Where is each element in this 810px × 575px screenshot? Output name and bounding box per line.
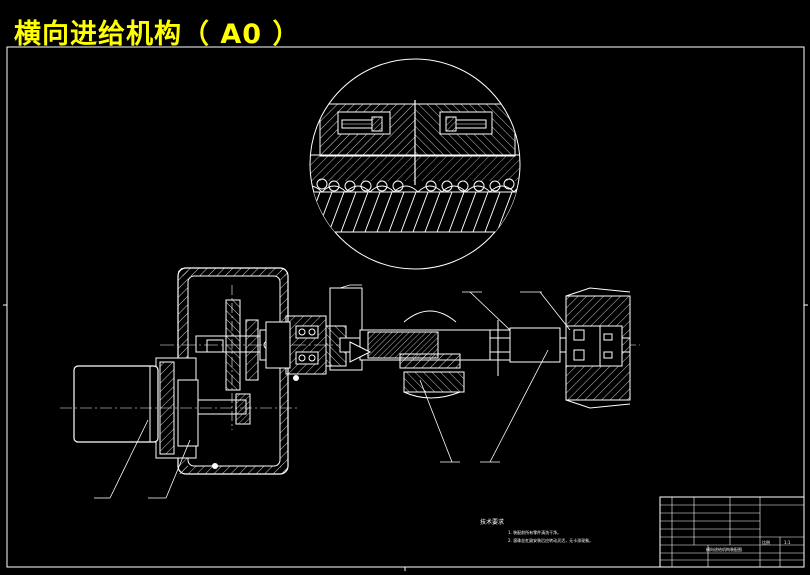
- gearbox-housing: [155, 267, 289, 475]
- leader-lines: [94, 284, 571, 499]
- drive-motor: [73, 365, 159, 443]
- cross-slide-end-support: [565, 287, 631, 409]
- bearing-seat: [265, 315, 347, 381]
- title-block-drawing-name: 横向进给机构装配图: [706, 546, 742, 552]
- title-block-scale-label: 比例: [762, 539, 770, 545]
- notes-line-1: 1. 装配前所有零件清洗干净。: [508, 529, 561, 535]
- title-block-scale-value: 1:1: [784, 540, 791, 545]
- notes-line-2: 2. 滚珠丝杠副安装后应转动灵活，无卡滞现象。: [508, 537, 593, 543]
- ball-screw: [329, 287, 631, 399]
- notes-heading: 技术要求: [480, 518, 504, 526]
- drawing-title: 横向进给机构（ A0 ）: [14, 19, 301, 50]
- detail-view-ballscrew-nut: [309, 58, 521, 270]
- title-block: [659, 496, 805, 568]
- technical-notes: 技术要求 1. 装配前所有零件清洗干净。 2. 滚珠丝杠副安装后应转动灵活，无卡…: [480, 518, 593, 543]
